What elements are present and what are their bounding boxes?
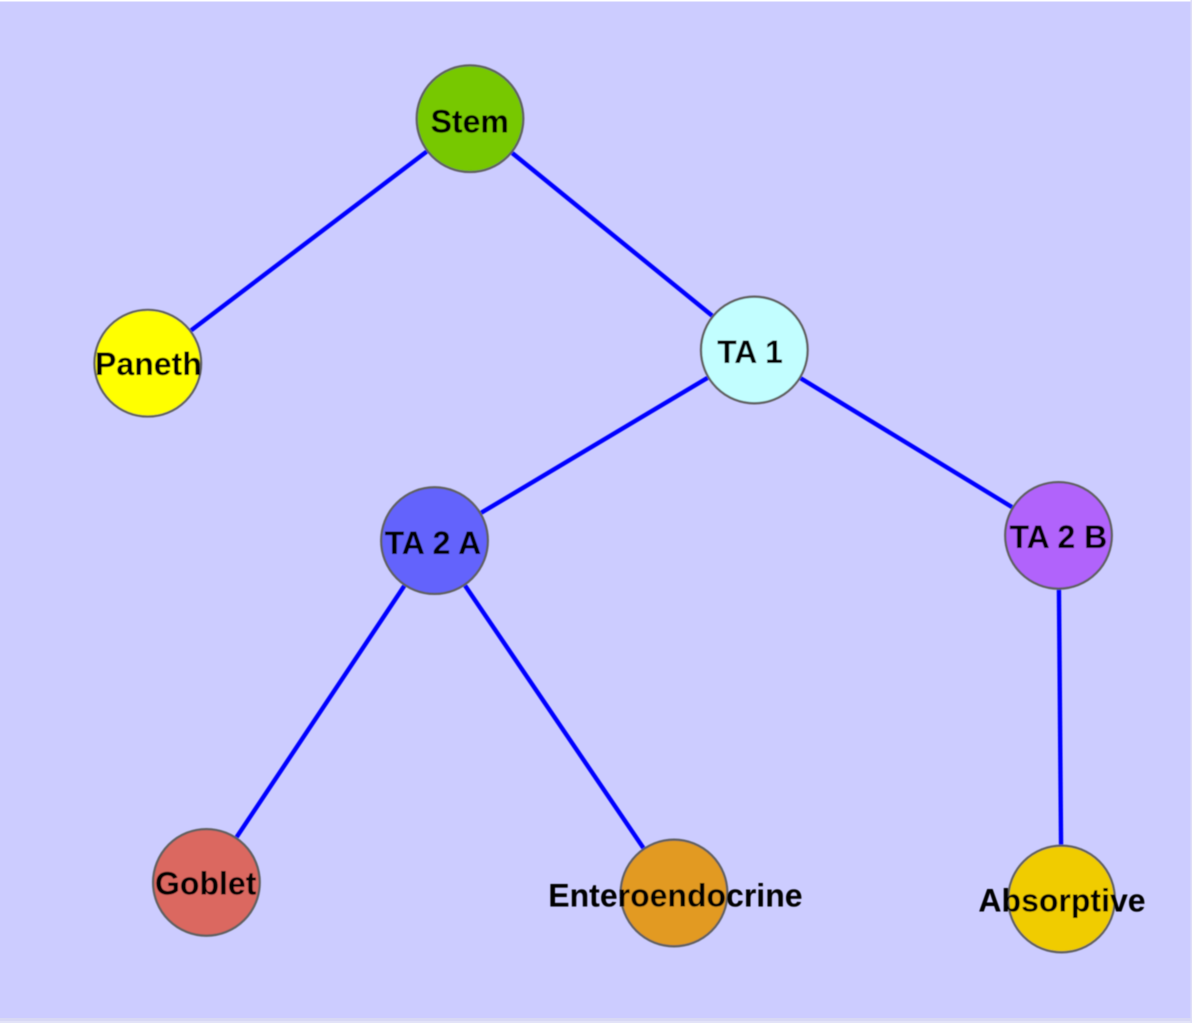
svg-text:Goblet: Goblet (155, 866, 257, 902)
svg-text:Enteroendocrine: Enteroendocrine (548, 877, 802, 913)
svg-text:TA 1: TA 1 (717, 334, 783, 370)
svg-text:Absorptive: Absorptive (978, 882, 1145, 918)
svg-text:TA 2 A: TA 2 A (385, 525, 482, 561)
svg-text:Stem: Stem (431, 103, 509, 139)
svg-text:TA 2 B: TA 2 B (1010, 519, 1108, 555)
svg-text:Paneth: Paneth (95, 346, 202, 382)
